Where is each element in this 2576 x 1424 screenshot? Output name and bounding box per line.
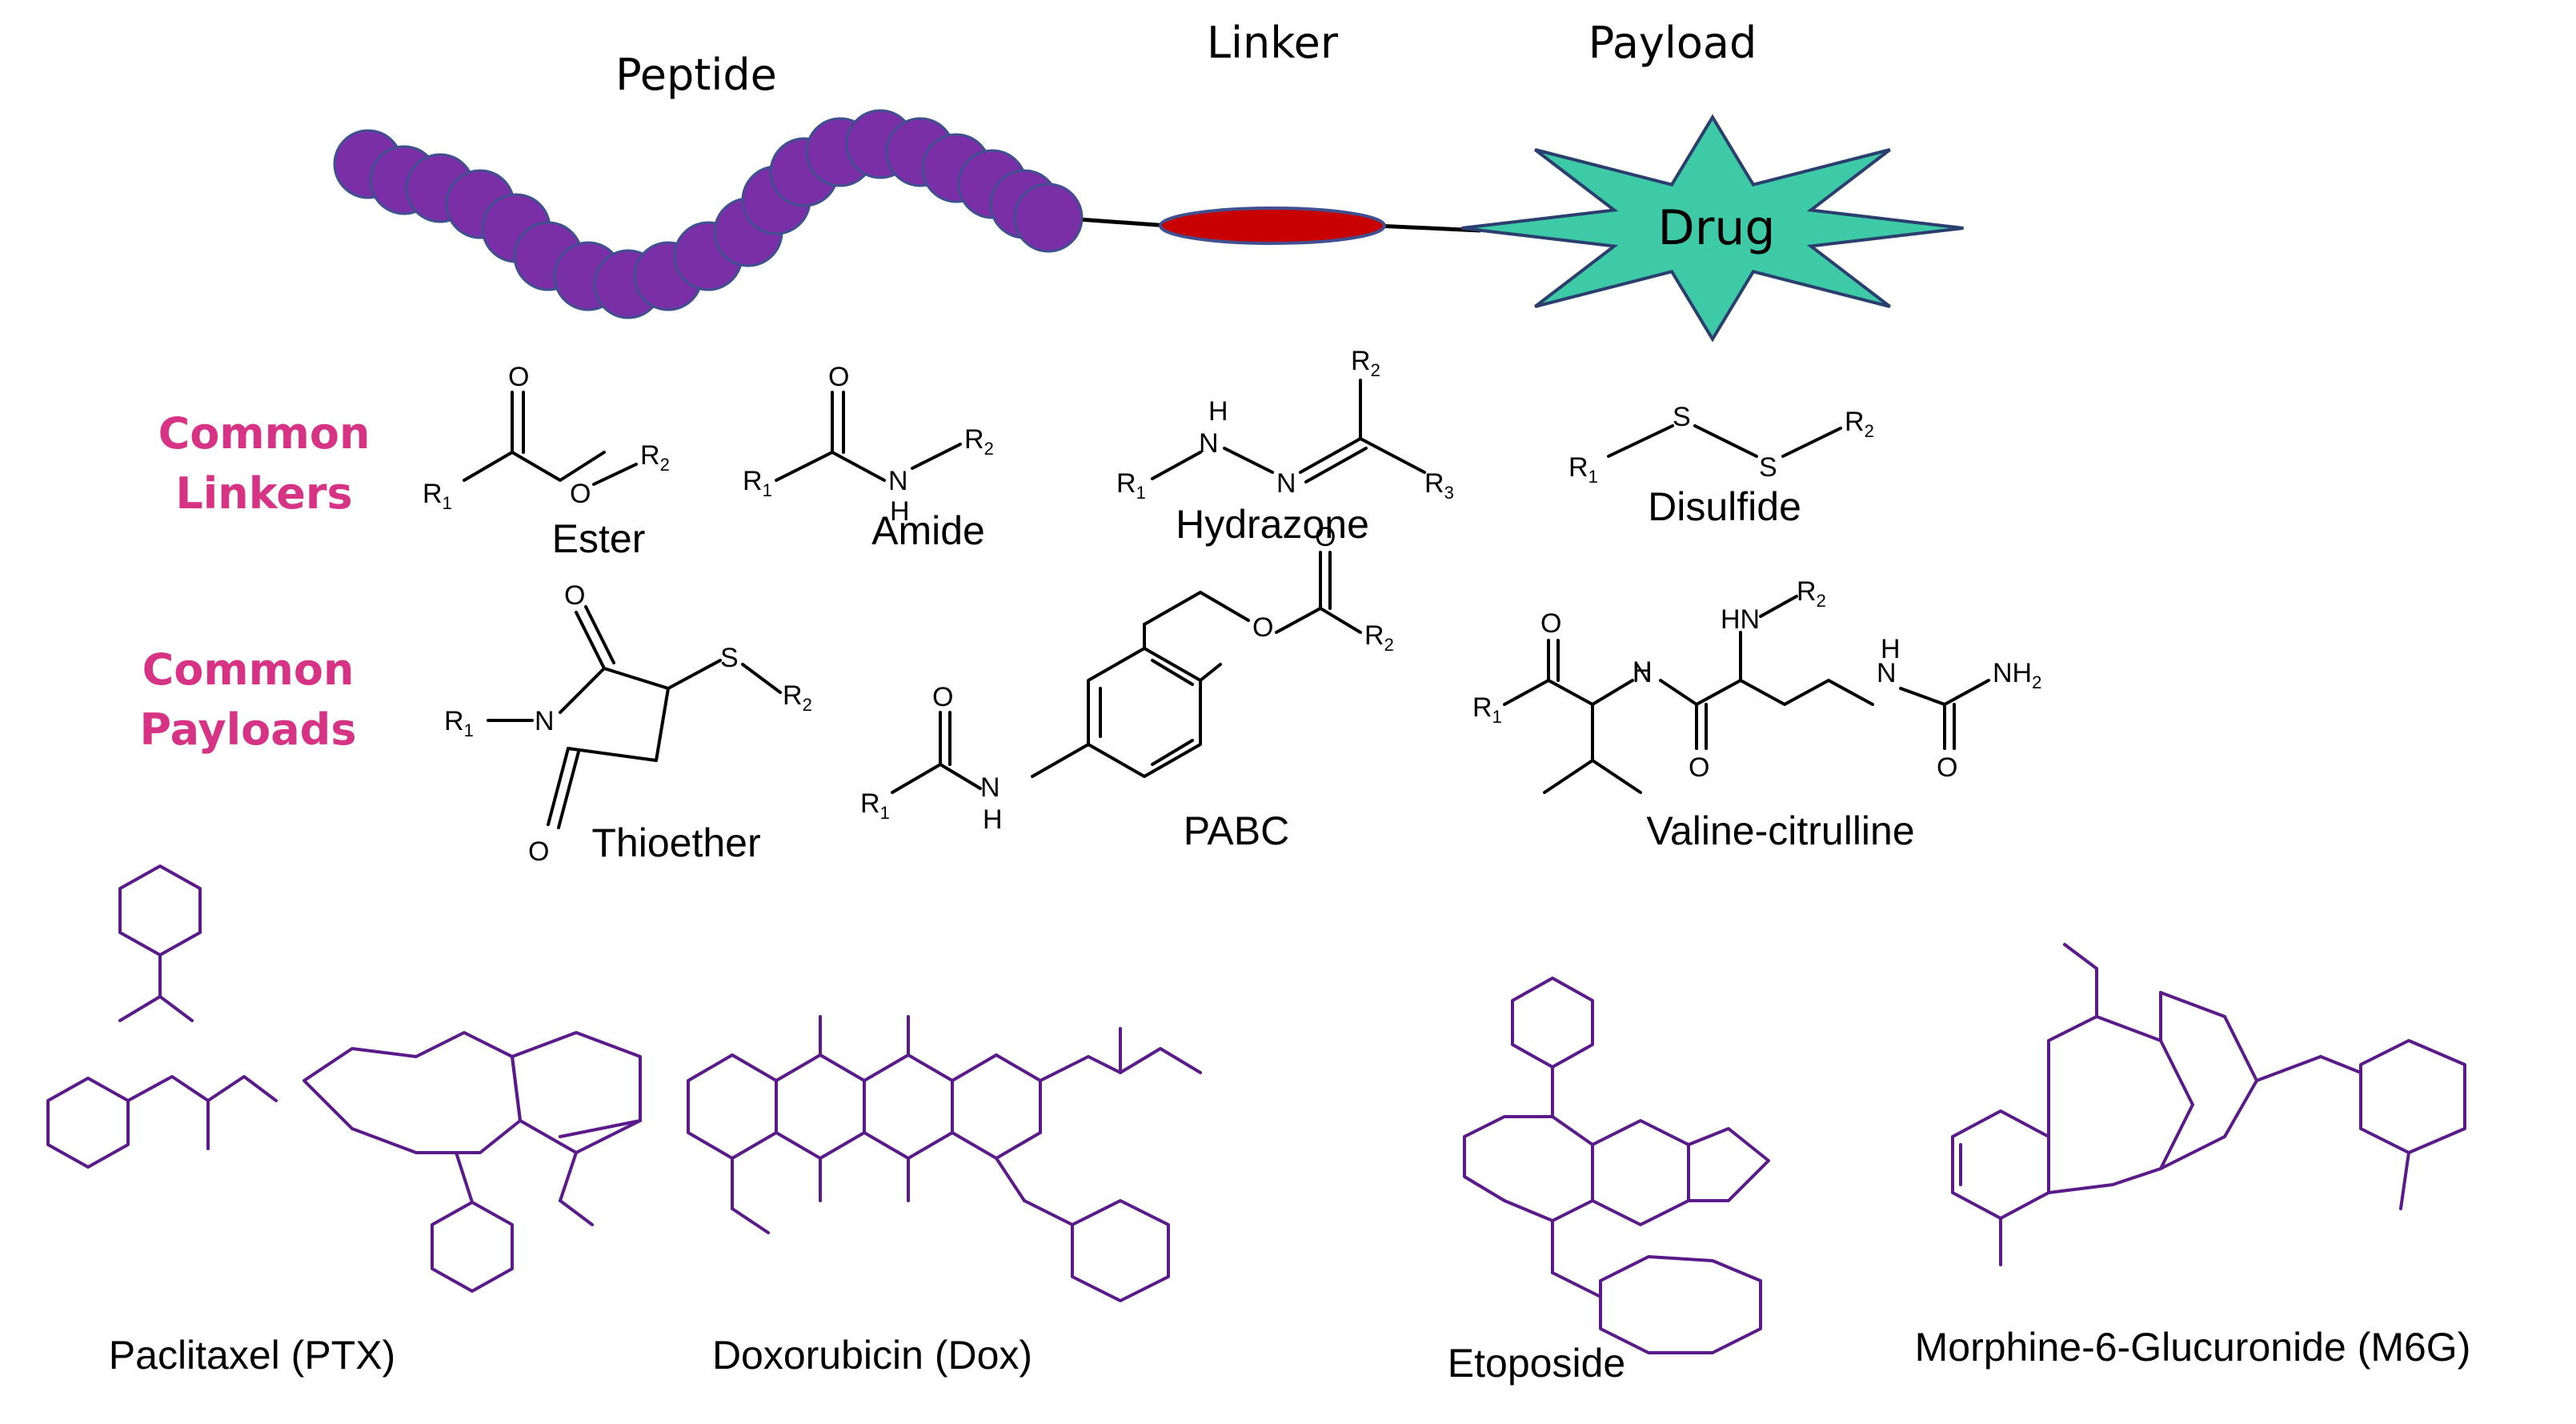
valcit-structure: R1 O H N N N O HN R2 N H O NH2 Valine-ci… xyxy=(1472,576,2041,853)
svg-text:O: O xyxy=(1252,612,1273,643)
drug-label: Drug xyxy=(1658,200,1776,256)
svg-text:H: H xyxy=(1881,634,1901,664)
m6g-label: Morphine-6-Glucuronide (M6G) xyxy=(1915,1325,2471,1370)
peptide-bead xyxy=(1013,183,1084,253)
drug-star xyxy=(1461,114,1964,343)
common-payloads-line1: Common xyxy=(142,644,355,695)
svg-text:R1: R1 xyxy=(423,479,452,513)
svg-text:O: O xyxy=(528,836,549,867)
thioether-structure: R1 N O O S R2 Thioether xyxy=(444,580,812,867)
pabc-label: PABC xyxy=(1184,808,1289,853)
svg-text:R2: R2 xyxy=(964,424,994,459)
ester-structure: O O R2 R1 Ester xyxy=(423,362,670,561)
svg-text:O: O xyxy=(932,682,953,712)
svg-text:O: O xyxy=(828,362,849,392)
svg-text:R1: R1 xyxy=(1568,452,1598,487)
svg-text:S: S xyxy=(1759,452,1777,483)
svg-text:N: N xyxy=(888,466,908,496)
svg-text:O: O xyxy=(508,362,529,392)
svg-text:H: H xyxy=(890,496,910,527)
common-linkers-line1: Common xyxy=(158,408,371,459)
svg-text:R1: R1 xyxy=(743,466,772,500)
paclitaxel-label: Paclitaxel (PTX) xyxy=(109,1333,395,1378)
svg-text:HN: HN xyxy=(1721,604,1760,635)
disulfide-label: Disulfide xyxy=(1648,484,1801,529)
svg-text:R1: R1 xyxy=(1116,468,1146,503)
svg-text:O: O xyxy=(564,580,585,611)
svg-text:O: O xyxy=(1315,522,1336,552)
hydrazone-structure: H N N R2 R3 R1 Hydrazone xyxy=(1116,346,1454,547)
svg-text:R2: R2 xyxy=(1845,407,1874,441)
svg-text:R2: R2 xyxy=(1797,576,1826,611)
etoposide-label: Etoposide xyxy=(1448,1341,1625,1386)
svg-text:O: O xyxy=(1937,752,1957,783)
svg-text:NH2: NH2 xyxy=(1993,658,2041,692)
common-payloads-line2: Payloads xyxy=(140,704,357,755)
svg-text:N: N xyxy=(1877,658,1897,688)
paclitaxel-structure xyxy=(46,864,642,1293)
svg-text:H: H xyxy=(983,804,1003,835)
svg-text:R1: R1 xyxy=(1472,692,1502,727)
svg-text:N: N xyxy=(1199,428,1219,459)
peptide-label: Peptide xyxy=(615,50,777,100)
doxorubicin-label: Doxorubicin (Dox) xyxy=(712,1333,1032,1378)
svg-text:R1: R1 xyxy=(444,706,474,740)
thioether-label: Thioether xyxy=(591,820,760,865)
amide-label: Amide xyxy=(871,508,985,553)
amide-structure: O N H R2 R1 Amide xyxy=(743,362,994,553)
svg-text:R3: R3 xyxy=(1424,468,1454,503)
etoposide-structure xyxy=(1463,977,1770,1354)
linker-ellipse xyxy=(1159,207,1386,245)
doxorubicin-structure xyxy=(687,1015,1202,1302)
linker-label: Linker xyxy=(1207,18,1339,68)
peptide-chain xyxy=(333,109,1084,319)
svg-text:O: O xyxy=(570,479,591,509)
m6g-structure xyxy=(1951,943,2466,1266)
payload-label: Payload xyxy=(1588,18,1757,68)
svg-text:N: N xyxy=(1633,658,1653,688)
hydrazone-label: Hydrazone xyxy=(1176,502,1369,547)
pabc-structure: O O R2 N H O R1 PABC xyxy=(860,522,1394,853)
ester-label: Ester xyxy=(552,516,646,561)
svg-text:H: H xyxy=(1208,396,1228,427)
svg-text:R1: R1 xyxy=(860,788,890,823)
svg-text:H: H xyxy=(1633,656,1653,687)
svg-text:N: N xyxy=(535,706,555,736)
svg-text:R2: R2 xyxy=(783,680,812,715)
svg-text:O: O xyxy=(1540,608,1561,639)
svg-text:S: S xyxy=(720,643,739,673)
svg-text:R2: R2 xyxy=(640,440,670,475)
svg-text:S: S xyxy=(1673,402,1691,432)
svg-text:O: O xyxy=(1689,752,1709,783)
svg-text:N: N xyxy=(980,772,1000,803)
svg-text:R2: R2 xyxy=(1364,620,1394,655)
disulfide-structure: S S R2 R1 Disulfide xyxy=(1568,402,1874,529)
svg-text:R2: R2 xyxy=(1351,346,1380,380)
svg-text:N: N xyxy=(1276,468,1296,499)
common-linkers-line2: Linkers xyxy=(175,468,352,519)
valcit-label: Valine-citrulline xyxy=(1646,808,1914,853)
